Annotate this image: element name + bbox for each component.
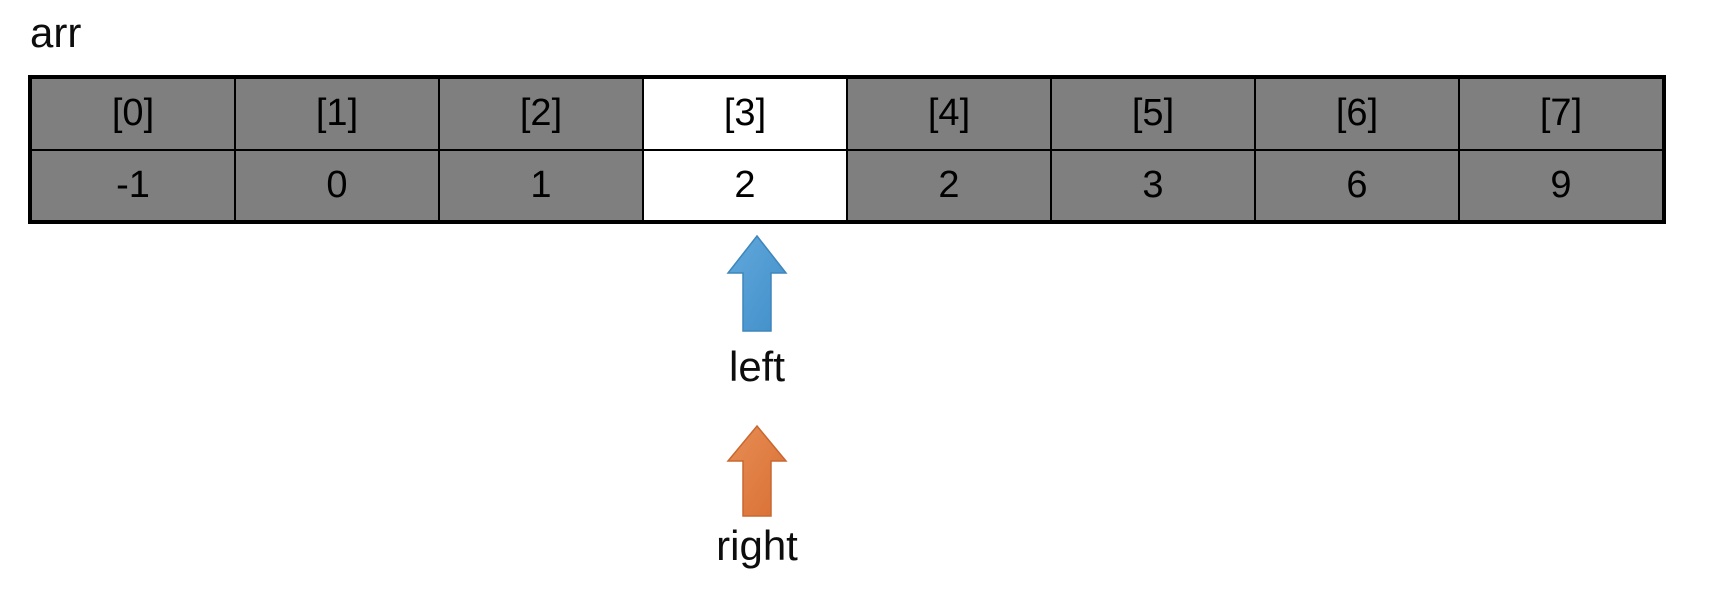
value-cell: 6 xyxy=(1255,149,1459,221)
value-cell: 1 xyxy=(439,149,643,221)
index-cell: [2] xyxy=(439,78,643,150)
value-cell: 2 xyxy=(643,149,847,221)
value-cell: 9 xyxy=(1459,149,1663,221)
index-cell: [4] xyxy=(847,78,1051,150)
index-cell: [1] xyxy=(235,78,439,150)
value-cell: 0 xyxy=(235,149,439,221)
value-cell: 2 xyxy=(847,149,1051,221)
left-pointer-label: left xyxy=(728,343,786,390)
index-cell: [6] xyxy=(1255,78,1459,150)
value-cell: 3 xyxy=(1051,149,1255,221)
right-pointer-label: right xyxy=(716,522,798,569)
index-cell: [5] xyxy=(1051,78,1255,150)
index-cell: [3] xyxy=(643,78,847,150)
index-cell: [0] xyxy=(31,78,235,150)
index-cell: [7] xyxy=(1459,78,1663,150)
array-name-label: arr xyxy=(30,9,82,56)
right-pointer-up-arrow-icon xyxy=(726,424,788,517)
value-cell: -1 xyxy=(31,149,235,221)
left-pointer-up-arrow-icon xyxy=(726,234,788,332)
